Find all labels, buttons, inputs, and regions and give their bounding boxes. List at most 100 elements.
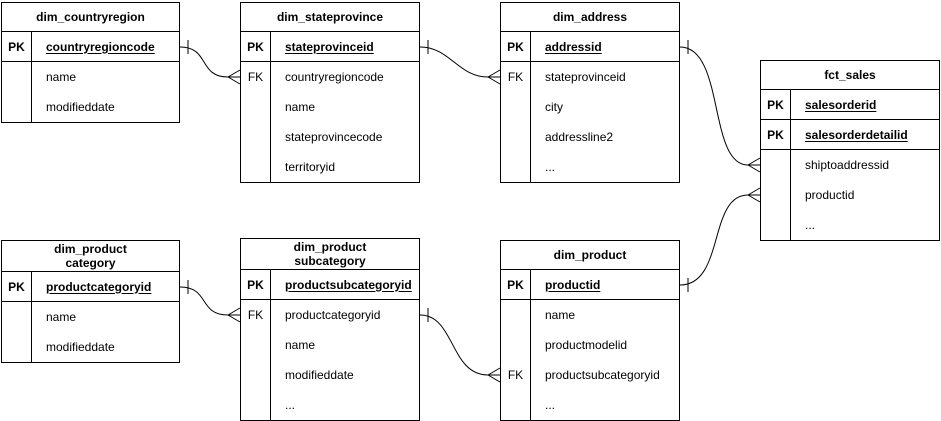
key-badge <box>501 390 531 420</box>
key-badge: FK <box>241 300 271 330</box>
key-badge <box>2 332 32 362</box>
table-row: PK countryregioncode <box>2 32 179 62</box>
key-badge <box>501 122 531 152</box>
entity-dim-product-category[interactable]: dim_product category PK productcategoryi… <box>1 240 180 363</box>
field-name: stateprovinceid <box>545 70 626 84</box>
field-name: productcategoryid <box>285 308 381 322</box>
rel-productcategory-productsubcategory <box>179 280 241 323</box>
entity-title: dim_product <box>501 241 679 270</box>
relationship-connector <box>679 194 749 286</box>
field-name: modifieddate <box>285 368 354 382</box>
relationship-connector <box>419 46 489 78</box>
field-name: ... <box>545 160 556 174</box>
key-badge <box>241 152 271 182</box>
many-cardinality-crowfoot-icon <box>227 69 241 85</box>
entity-dim-stateprovince[interactable]: dim_stateprovince PK stateprovinceid FK … <box>240 2 420 183</box>
field-name: stateprovinceid <box>285 39 374 54</box>
key-badge <box>241 122 271 152</box>
table-row: PK addressid <box>501 32 679 62</box>
relationship-connector <box>179 286 229 316</box>
table-row: FK stateprovinceid <box>501 62 679 92</box>
table-row: productid <box>761 180 939 210</box>
field-name: productsubcategoryid <box>545 368 660 382</box>
many-cardinality-crowfoot-icon <box>487 367 501 383</box>
rel-productsubcategory-product <box>419 308 501 383</box>
table-row: name <box>2 62 179 92</box>
field-name: shiptoaddressid <box>805 158 890 172</box>
table-row: name <box>2 302 179 332</box>
entity-dim-countryregion[interactable]: dim_countryregion PK countryregioncode n… <box>1 2 180 123</box>
key-badge: PK <box>501 270 531 299</box>
key-badge: PK <box>761 90 791 119</box>
table-row: FK productsubcategoryid <box>501 360 679 390</box>
field-name: modifieddate <box>46 100 115 114</box>
key-badge: FK <box>241 62 271 92</box>
field-name: name <box>545 308 576 322</box>
table-row: FK productcategoryid <box>241 300 419 330</box>
table-row: city <box>501 92 679 122</box>
table-row: territoryid <box>241 152 419 182</box>
rel-countryregion-stateprovince <box>179 40 241 85</box>
field-name: addressid <box>545 39 602 54</box>
key-badge <box>241 92 271 122</box>
many-cardinality-crowfoot-icon <box>747 157 761 173</box>
entity-title: dim_countryregion <box>2 3 179 32</box>
rel-stateprovince-address <box>419 40 501 85</box>
field-name: countryregioncode <box>285 70 384 84</box>
many-cardinality-crowfoot-icon <box>227 307 241 323</box>
field-name: salesorderid <box>805 97 877 112</box>
key-badge: FK <box>501 360 531 390</box>
field-name: salesorderdetailid <box>805 127 908 142</box>
key-badge: PK <box>2 272 32 301</box>
table-row: modifieddate <box>2 92 179 122</box>
table-row: PK productsubcategoryid <box>241 270 419 300</box>
key-badge <box>2 62 32 92</box>
field-name: name <box>285 338 316 352</box>
table-row: ... <box>761 210 939 240</box>
field-name: countryregioncode <box>46 39 155 54</box>
key-badge: PK <box>241 32 271 61</box>
field-name: ... <box>285 398 296 412</box>
entity-title: dim_address <box>501 3 679 32</box>
key-badge <box>761 210 791 240</box>
entity-dim-product-subcategory[interactable]: dim_product subcategory PK productsubcat… <box>240 238 420 421</box>
table-row: ... <box>501 152 679 182</box>
table-row: productmodelid <box>501 330 679 360</box>
relationship-connector <box>179 46 229 78</box>
field-name: productid <box>545 277 601 292</box>
table-row: name <box>241 92 419 122</box>
field-name: ... <box>545 398 556 412</box>
table-row: stateprovincecode <box>241 122 419 152</box>
key-badge <box>2 302 32 332</box>
key-badge: PK <box>501 32 531 61</box>
table-row: ... <box>501 390 679 420</box>
field-name: modifieddate <box>46 340 115 354</box>
entity-dim-product[interactable]: dim_product PK productid name productmod… <box>500 240 680 421</box>
key-badge <box>2 92 32 122</box>
field-name: productmodelid <box>545 338 628 352</box>
key-badge <box>501 330 531 360</box>
key-badge: PK <box>761 120 791 149</box>
rel-address-fctsales <box>679 40 761 173</box>
key-badge <box>241 360 271 390</box>
table-row: name <box>501 300 679 330</box>
table-row: PK stateprovinceid <box>241 32 419 62</box>
field-name: territoryid <box>285 160 336 174</box>
key-badge: FK <box>501 62 531 92</box>
many-cardinality-crowfoot-icon <box>487 69 501 85</box>
entity-fct-sales[interactable]: fct_sales PK salesorderid PK salesorderd… <box>760 60 940 241</box>
field-name: productcategoryid <box>46 279 152 294</box>
table-row: addressline2 <box>501 122 679 152</box>
key-badge <box>501 92 531 122</box>
key-badge <box>761 180 791 210</box>
field-name: addressline2 <box>545 130 614 144</box>
entity-dim-address[interactable]: dim_address PK addressid FK stateprovinc… <box>500 2 680 183</box>
table-row: PK salesorderid <box>761 90 939 120</box>
entity-title: dim_stateprovince <box>241 3 419 32</box>
table-row: modifieddate <box>2 332 179 362</box>
field-name: productsubcategoryid <box>285 277 412 292</box>
key-badge <box>501 300 531 330</box>
field-name: productid <box>805 188 855 202</box>
field-name: name <box>46 310 77 324</box>
